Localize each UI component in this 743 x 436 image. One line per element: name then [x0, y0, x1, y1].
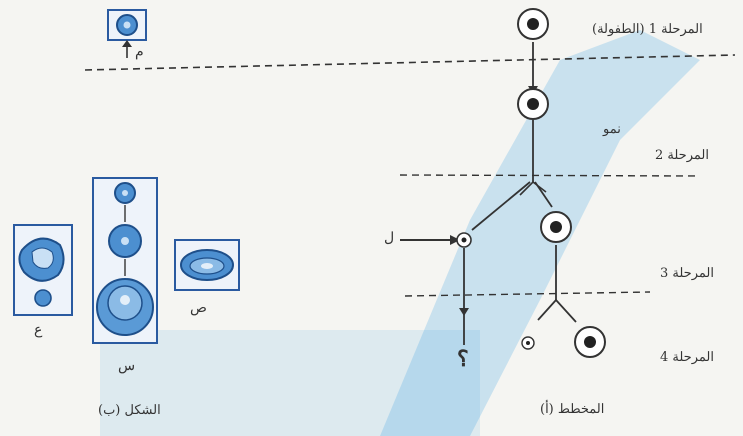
label-m: م — [135, 44, 144, 60]
letter-sad: ص — [190, 300, 207, 316]
question-mark: ؟ — [457, 346, 469, 372]
stage-4-label: المرحلة 4 — [660, 350, 714, 365]
watermark-bar — [100, 330, 480, 436]
separator-2 — [399, 174, 701, 177]
stage-3-label: المرحلة 3 — [660, 266, 714, 281]
arrow-label-l: ل — [384, 230, 395, 246]
arrow-head-small — [459, 308, 469, 316]
watermark-shape — [380, 30, 700, 436]
branch-left — [471, 181, 531, 231]
arrow-l-head — [450, 235, 460, 245]
branch-split-mark — [519, 180, 547, 196]
split-left — [537, 299, 557, 321]
stage-2-label: المرحلة 2 — [655, 148, 709, 163]
caption-scheme-a: المخطط (أ) — [540, 402, 605, 417]
separator-3 — [404, 291, 651, 297]
separator-1 — [84, 54, 736, 71]
letter-s: س — [118, 358, 136, 374]
growth-label: نمو — [603, 122, 621, 137]
letter-ain: ع — [34, 322, 43, 338]
caption-figure-b: الشكل (ب) — [98, 403, 161, 418]
stage-1-label: المرحلة 1 (الطفولة) — [592, 22, 703, 37]
split-right — [555, 299, 577, 323]
arrow-m — [122, 40, 132, 47]
